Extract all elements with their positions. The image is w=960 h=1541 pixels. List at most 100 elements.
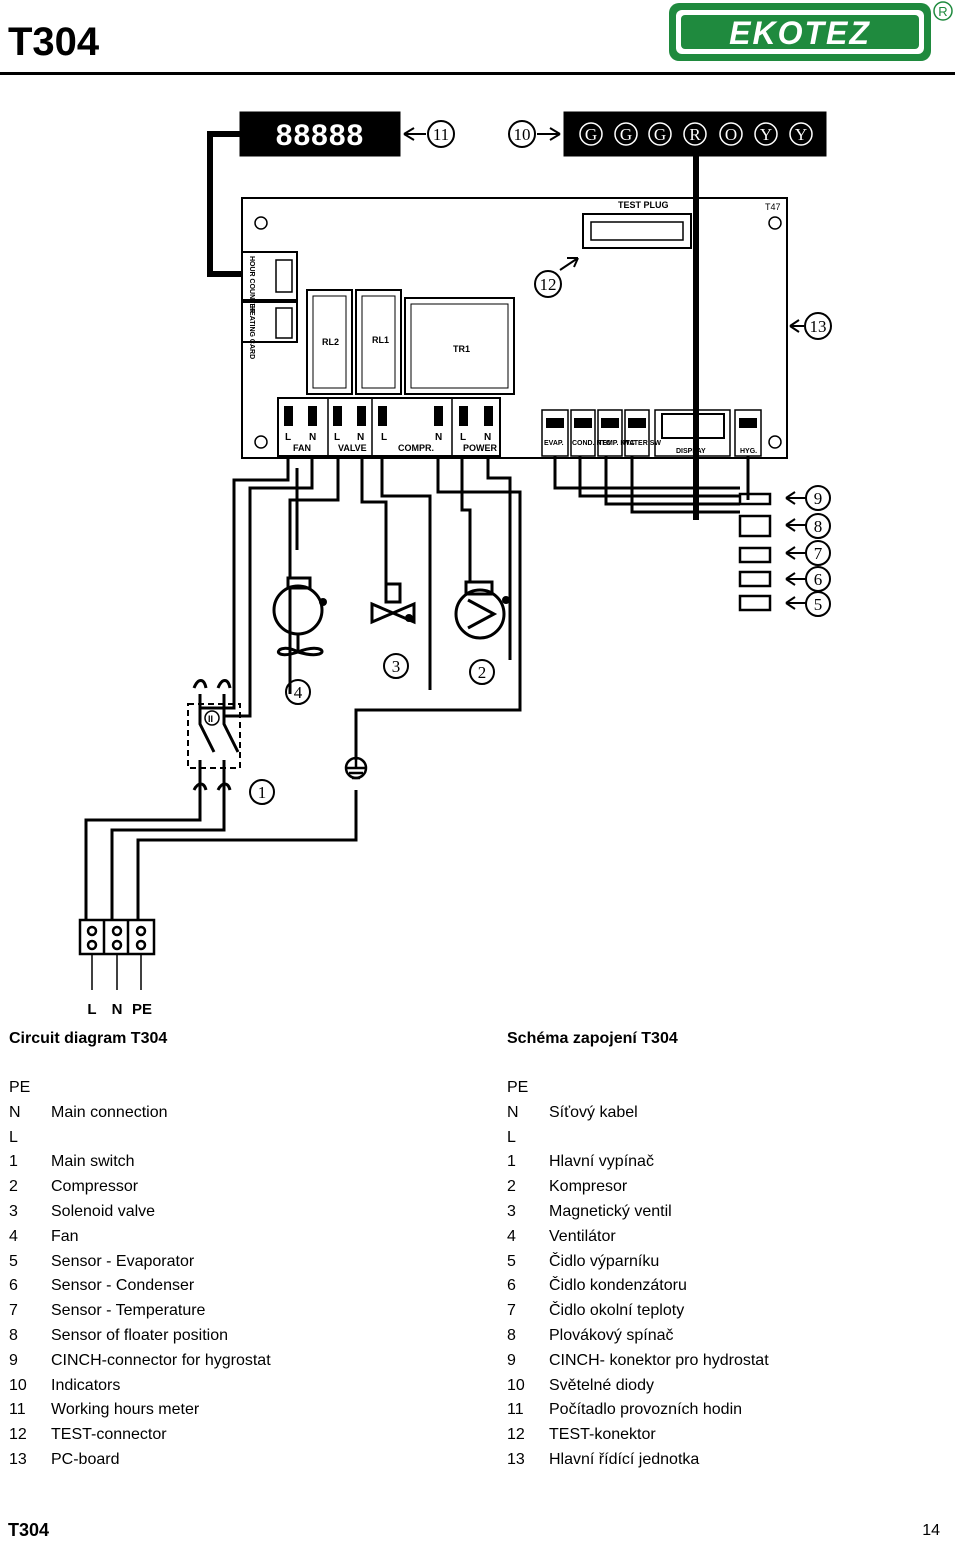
legend-text: Working hours meter bbox=[51, 1401, 200, 1419]
legend-text: TEST-konektor bbox=[549, 1426, 656, 1444]
ln-letter: N bbox=[357, 432, 364, 443]
callout-6: 6 bbox=[814, 570, 823, 589]
mains-n-label: N bbox=[112, 1001, 123, 1018]
page-title: T304 bbox=[8, 20, 100, 64]
indicator-light: G bbox=[585, 125, 597, 144]
legend-text: CINCH-connector for hygrostat bbox=[51, 1351, 271, 1369]
legend-row: 5 Čidlo výparníku bbox=[507, 1250, 947, 1275]
display-terminal-label: DISPLAY bbox=[676, 448, 706, 455]
terminal-fan-label: FAN bbox=[293, 443, 311, 453]
legend-key: 6 bbox=[9, 1277, 18, 1295]
callout-2: 2 bbox=[478, 663, 487, 682]
indicator-light: G bbox=[620, 125, 632, 144]
legend-row: 11 Working hours meter bbox=[9, 1398, 449, 1423]
legend-key: 9 bbox=[507, 1351, 516, 1369]
legend-key: 9 bbox=[9, 1351, 18, 1369]
hour-counter-label: HOUR COUNTER bbox=[248, 256, 255, 313]
legend-row: 6 Sensor - Condenser bbox=[9, 1274, 449, 1299]
ln-letter: N bbox=[309, 432, 316, 443]
heating-card-label: HEATING CARD bbox=[248, 306, 255, 359]
legend-row: 12 TEST-konektor bbox=[507, 1423, 947, 1448]
legend-text: Compressor bbox=[51, 1178, 139, 1196]
switch-label: II bbox=[208, 714, 213, 724]
legend-key: 4 bbox=[9, 1227, 18, 1245]
ln-letter: L bbox=[285, 432, 291, 443]
legend-key: 5 bbox=[507, 1252, 516, 1270]
legend-text: Plovákový spínač bbox=[549, 1326, 674, 1344]
circuit-diagram: TEST PLUG T47 HOUR COUNTER HEATING CARD … bbox=[78, 111, 832, 1018]
callout-3: 3 bbox=[392, 657, 401, 676]
legend-text: Sensor of floater position bbox=[51, 1326, 228, 1344]
indicator-light: G bbox=[654, 125, 666, 144]
sensor-cond-label: COND. NTC bbox=[572, 440, 611, 447]
legend-key: 4 bbox=[507, 1227, 516, 1245]
sensor-evap-label: EVAP. bbox=[544, 440, 564, 447]
legend-text: TEST-connector bbox=[51, 1426, 167, 1444]
legend-text: Počítadlo provozních hodin bbox=[549, 1401, 743, 1419]
legend-key: 1 bbox=[9, 1153, 18, 1171]
indicator-light: Y bbox=[760, 125, 772, 144]
legend-key: 12 bbox=[507, 1426, 525, 1444]
ln-letter: N bbox=[435, 432, 442, 443]
legend-row: 1 Main switch bbox=[9, 1150, 449, 1175]
english-heading: Circuit diagram T304 bbox=[9, 1030, 168, 1047]
legend-text: Sensor - Temperature bbox=[51, 1302, 206, 1320]
legend-key: 3 bbox=[9, 1202, 18, 1220]
legend-row: PE bbox=[9, 1076, 449, 1101]
legend-row: 9 CINCH-connector for hygrostat bbox=[9, 1349, 449, 1374]
ekotez-logo: EKOTEZ R bbox=[669, 1, 953, 61]
legend-key: N bbox=[9, 1103, 21, 1121]
legend-key: 7 bbox=[507, 1302, 516, 1320]
legend-key: 6 bbox=[507, 1277, 516, 1295]
ln-letter: L bbox=[460, 432, 466, 443]
legend-key: L bbox=[507, 1128, 516, 1146]
legend-row: 1 Hlavní vypínač bbox=[507, 1150, 947, 1175]
legend-text: Čidlo kondenzátoru bbox=[549, 1277, 687, 1295]
legend-text: Čidlo výparníku bbox=[549, 1252, 660, 1270]
legend-key: N bbox=[507, 1103, 519, 1121]
legend-text: Sensor - Condenser bbox=[51, 1277, 195, 1295]
logo-registered-mark: R bbox=[938, 4, 947, 19]
legend-key: L bbox=[9, 1128, 18, 1146]
logo-text: EKOTEZ bbox=[729, 15, 871, 51]
terminal-power-label: POWER bbox=[463, 443, 498, 453]
legend-key: 1 bbox=[507, 1153, 516, 1171]
callout-10: 10 bbox=[514, 125, 531, 144]
legend-key: 11 bbox=[9, 1401, 26, 1419]
indicator-light: Y bbox=[795, 125, 807, 144]
legend-row: PE bbox=[507, 1076, 947, 1101]
legend-key: 2 bbox=[507, 1178, 516, 1196]
legend-text: PC-board bbox=[51, 1450, 120, 1468]
callout-7: 7 bbox=[814, 544, 823, 563]
relay-rl1-label: RL1 bbox=[372, 335, 389, 345]
ln-letter: L bbox=[381, 432, 387, 443]
legend-text: Magnetický ventil bbox=[549, 1202, 672, 1220]
sensor-water-label: WATER SW bbox=[623, 440, 661, 447]
callout-1: 1 bbox=[258, 783, 267, 802]
legend-row: 13 PC-board bbox=[9, 1448, 449, 1473]
callout-8: 8 bbox=[814, 517, 823, 536]
indicator-light: O bbox=[725, 125, 737, 144]
legend-key: 3 bbox=[507, 1202, 516, 1220]
callout-9: 9 bbox=[814, 489, 823, 508]
callout-4: 4 bbox=[294, 683, 303, 702]
legend-key: 13 bbox=[9, 1450, 27, 1468]
ln-letter: N bbox=[484, 432, 491, 443]
legend-text: Main switch bbox=[51, 1153, 135, 1171]
ln-letter: L bbox=[334, 432, 340, 443]
sensor-temp-label: TEMP. NTC bbox=[598, 440, 635, 447]
legend-text: Hlavní vypínač bbox=[549, 1153, 654, 1171]
relay-rl2-label: RL2 bbox=[322, 337, 339, 347]
board-id-label: T47 bbox=[765, 202, 781, 212]
legend-row: L bbox=[9, 1126, 449, 1151]
terminal-compr-label: COMPR. bbox=[398, 443, 434, 453]
